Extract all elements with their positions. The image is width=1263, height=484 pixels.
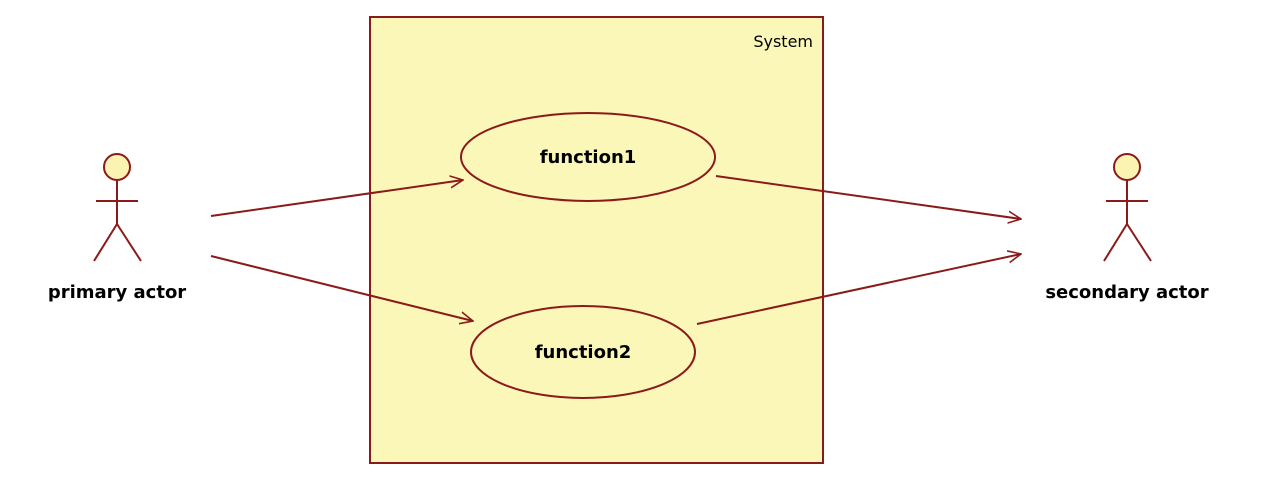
use-case-function1-label: function1 <box>540 147 637 168</box>
primary-actor-label: primary actor <box>48 282 186 303</box>
secondary-actor[interactable]: secondary actor <box>1045 153 1209 303</box>
association-primary-to-function2[interactable] <box>210 255 473 321</box>
association-function1-to-secondary[interactable] <box>715 175 1021 219</box>
use-case-function2[interactable]: function2 <box>470 305 696 399</box>
system-label: System <box>753 32 813 51</box>
use-case-function1[interactable]: function1 <box>460 112 716 202</box>
associations <box>210 175 1021 325</box>
secondary-actor-label: secondary actor <box>1045 282 1208 303</box>
use-case-function2-label: function2 <box>535 342 632 363</box>
use-case-function1-ellipse[interactable] <box>460 112 716 202</box>
secondary-actor-icon <box>1103 153 1152 262</box>
association-primary-to-function1[interactable] <box>210 180 463 217</box>
association-function2-to-secondary[interactable] <box>696 254 1021 325</box>
primary-actor[interactable]: primary actor <box>48 153 186 303</box>
use-case-function2-ellipse[interactable] <box>470 305 696 399</box>
primary-actor-icon <box>93 153 142 262</box>
